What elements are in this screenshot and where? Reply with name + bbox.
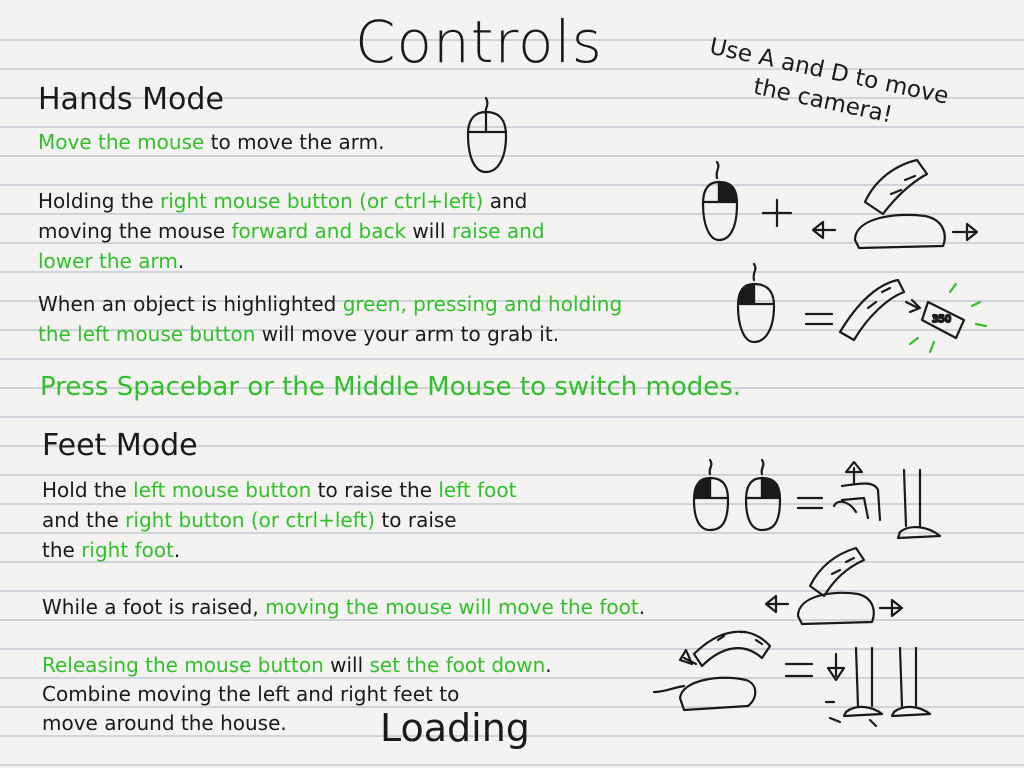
equals-icon xyxy=(796,496,824,510)
dome-mouse-icon xyxy=(796,591,875,626)
highlighted-text: raise and xyxy=(451,219,545,243)
arrow-right-icon xyxy=(904,298,922,314)
highlighted-text: the left mouse button xyxy=(38,322,256,346)
instruction-text: Holding the xyxy=(38,189,160,213)
switch-modes-text: Press Spacebar or the Middle Mouse to sw… xyxy=(40,372,742,402)
instruction-text: moving the mouse xyxy=(38,219,232,243)
feet-raise-diagram xyxy=(692,458,942,540)
highlighted-text: set the foot down xyxy=(369,653,546,677)
box-icon: 350 xyxy=(908,282,988,354)
feet-line-2: and the right button (or ctrl+left) to r… xyxy=(42,505,457,535)
arrow-left-icon xyxy=(811,220,837,240)
instruction-text: . xyxy=(545,653,552,677)
hands-line-3: moving the mouse forward and back will r… xyxy=(38,216,545,246)
dome-mouse-icon xyxy=(853,213,946,250)
instruction-text: Combine moving the left and right feet t… xyxy=(42,682,460,706)
highlighted-text: right foot xyxy=(81,538,174,562)
feet-line-6: Combine moving the left and right feet t… xyxy=(42,679,459,709)
arm-icon xyxy=(808,546,866,598)
hands-line-5: When an object is highlighted green, pre… xyxy=(38,289,622,319)
camera-hint: Use A and D to move the camera! xyxy=(707,33,951,129)
instruction-text: will xyxy=(323,653,370,677)
instruction-text: When an object is highlighted xyxy=(38,292,343,316)
highlighted-text: left mouse button xyxy=(133,478,312,502)
foot-move-diagram xyxy=(764,546,904,626)
instruction-text: Hold the xyxy=(42,478,134,502)
right-button-mouse-icon xyxy=(701,160,739,242)
instruction-text: . xyxy=(177,249,185,273)
right-mouse-raise-arm-diagram xyxy=(701,158,979,250)
highlighted-text: right button (or ctrl+left) xyxy=(125,508,376,532)
highlighted-text: Releasing the mouse button xyxy=(42,653,324,677)
instruction-text: to raise xyxy=(375,508,457,532)
feet-line-1: Hold the left mouse button to raise the … xyxy=(42,475,516,505)
plus-icon xyxy=(761,198,793,228)
arrow-right-icon xyxy=(878,598,904,618)
feet-line-5: Releasing the mouse button will set the … xyxy=(42,650,552,680)
highlighted-text: lower the arm xyxy=(38,249,178,273)
arm-icon xyxy=(692,630,772,668)
hands-line-4: lower the arm. xyxy=(38,246,184,276)
hands-line-2: Holding the right mouse button (or ctrl+… xyxy=(38,186,527,216)
feet-mode-heading: Feet Mode xyxy=(42,428,198,463)
arrow-left-icon xyxy=(764,594,790,614)
raised-leg-icon xyxy=(832,482,882,522)
loading-text: Loading xyxy=(380,706,530,750)
highlighted-text: green, pressing and holding xyxy=(342,292,623,316)
highlighted-text: left foot xyxy=(438,478,517,502)
left-mouse-grab-diagram: 350 xyxy=(736,262,988,354)
dome-mouse-icon xyxy=(678,676,757,712)
instruction-text: and the xyxy=(42,508,126,532)
feet-line-3: the right foot. xyxy=(42,535,180,565)
hands-line-1: Move the mouse to move the arm. xyxy=(38,127,384,157)
arrow-up-icon xyxy=(678,648,698,666)
feet-line-4: While a foot is raised, moving the mouse… xyxy=(42,592,645,622)
hands-mode-heading: Hands Mode xyxy=(38,82,224,117)
right-button-mouse-icon xyxy=(744,458,782,532)
arrow-down-icon xyxy=(826,652,846,682)
standing-leg-icon xyxy=(896,468,942,540)
arrow-right-icon xyxy=(951,222,979,242)
foot-down-diagram xyxy=(652,630,932,728)
instruction-text: While a foot is raised, xyxy=(42,595,266,619)
arm-icon xyxy=(838,278,906,342)
mouse-cable xyxy=(652,684,686,694)
mouse-icon xyxy=(466,96,508,174)
instruction-text: will move your arm to grab it. xyxy=(255,322,560,346)
instruction-text: . xyxy=(638,595,646,619)
instruction-text: to move the arm. xyxy=(204,130,385,154)
box-label: 350 xyxy=(932,314,951,325)
equals-icon xyxy=(804,312,834,326)
instruction-text: will xyxy=(406,219,452,243)
arm-icon xyxy=(863,158,929,216)
page-title: Controls xyxy=(355,8,603,76)
highlighted-text: Move the mouse xyxy=(38,130,205,154)
feet-line-7: move around the house. xyxy=(42,708,287,738)
highlighted-text: right mouse button (or ctrl+left) xyxy=(160,189,484,213)
standing-legs-icon xyxy=(842,646,932,718)
instruction-text: to raise the xyxy=(311,478,439,502)
instruction-text: . xyxy=(173,538,181,562)
highlighted-text: forward and back xyxy=(231,219,407,243)
instruction-text: the xyxy=(42,538,82,562)
instruction-text: and xyxy=(483,189,528,213)
left-button-mouse-icon xyxy=(736,262,776,344)
hands-line-6: the left mouse button will move your arm… xyxy=(38,319,559,349)
highlighted-text: moving the mouse will move the foot xyxy=(265,595,639,619)
instruction-text: move around the house. xyxy=(42,711,287,735)
arrow-up-icon xyxy=(844,460,864,486)
equals-icon xyxy=(784,662,814,678)
left-button-mouse-icon xyxy=(692,458,730,532)
